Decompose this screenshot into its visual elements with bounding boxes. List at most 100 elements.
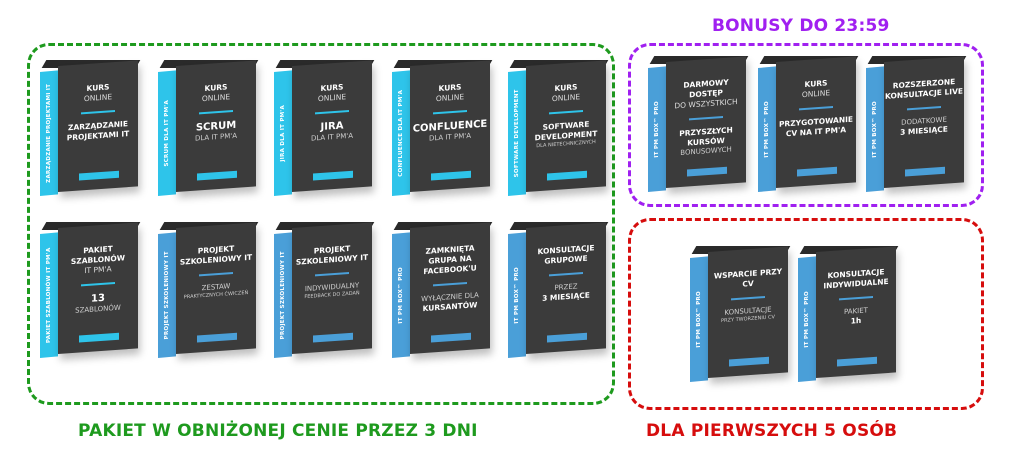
box-spine: CONFLUENCE DLA IT PM'A (392, 70, 410, 196)
spine-label: ZARZĄDZANIE PROJEKTAMI IT (46, 83, 52, 184)
box-divider (731, 296, 765, 301)
box-spine: IT PM BOX™ PRO (508, 232, 526, 358)
box-spine: SOFTWARE DEVELOPMENT (508, 70, 526, 196)
box-headline: ZARZĄDZANIE PROJEKTAMI IT (66, 119, 130, 143)
box-detail: PRAKTYCZNYCH ĆWICZEŃ (183, 289, 249, 301)
box-spine: PAKIET SZABLONÓW IT PM'A (40, 232, 58, 358)
box-note: SZABLONÓW (75, 303, 121, 315)
box-subtitle: ONLINE (83, 92, 113, 104)
box-divider (315, 272, 349, 277)
box-detail: 1h (850, 315, 862, 326)
first-buyers-frame (628, 218, 984, 410)
bonus-frame (628, 43, 984, 207)
box-divider (81, 282, 115, 287)
package-frame (27, 43, 615, 405)
spine-label: IT PM BOX™ PRO (514, 266, 520, 324)
box-subtitle: ONLINE (551, 92, 581, 104)
box-divider (315, 110, 349, 115)
box-divider (549, 272, 583, 277)
spine-label: CONFLUENCE DLA IT PM'A (398, 89, 404, 177)
box-divider (839, 296, 873, 301)
spine-label: IT PM BOX™ PRO (398, 266, 404, 324)
box-spine: IT PM BOX™ PRO (798, 256, 816, 382)
spine-label: IT PM BOX™ PRO (804, 290, 810, 348)
box-subtitle: ONLINE (201, 92, 231, 104)
box-spine: PROJEKT SZKOLENIOWY IT (158, 232, 176, 358)
box-spine: IT PM BOX™ PRO (648, 66, 666, 192)
spine-label: IT PM BOX™ PRO (696, 290, 702, 348)
box-divider (199, 272, 233, 277)
box-title: ROZSZERZONE KONSULTACJE LIVE (884, 77, 964, 101)
spine-label: JIRA DLA IT PM'A (280, 104, 286, 162)
box-title: WSPARCIE PRZY CV (713, 266, 783, 289)
box-divider (549, 110, 583, 115)
package-caption: PAKIET W OBNIŻONEJ CENIE PRZEZ 3 DNI (78, 421, 478, 441)
box-headline: PRZYGOTOWANIE CV NA IT PM'A (778, 114, 854, 139)
box-divider (799, 106, 833, 111)
spine-label: SOFTWARE DEVELOPMENT (514, 88, 520, 178)
spine-label: IT PM BOX™ PRO (654, 100, 660, 158)
product-box: IT PM BOX™ PRO ROZSZERZONE KONSULTACJE LI… (866, 56, 967, 196)
spine-label: IT PM BOX™ PRO (872, 100, 878, 158)
box-spine: PROJEKT SZKOLENIOWY IT (274, 232, 292, 358)
spine-label: SCRUM DLA IT PM'A (164, 99, 170, 167)
spine-label: IT PM BOX™ PRO (764, 100, 770, 158)
box-title: KONSULTACJE INDYWIDUALNE (823, 267, 889, 291)
box-title: KONSULTACJE GRUPOWE (537, 243, 595, 266)
box-detail: 3 MIESIĄCE (900, 124, 948, 137)
box-spine: IT PM BOX™ PRO (392, 232, 410, 358)
box-spine: IT PM BOX™ PRO (866, 66, 884, 192)
box-divider (81, 110, 115, 115)
box-title: PROJEKT SZKOLENIOWY IT (179, 243, 253, 267)
box-detail: 3 MIESIĄCE (542, 290, 590, 303)
box-title: ZAMKNIĘTA GRUPA NA FACEBOOK'U (423, 243, 477, 277)
bonus-caption: BONUSY DO 23:59 (712, 16, 890, 36)
box-spine: SCRUM DLA IT PM'A (158, 70, 176, 196)
spine-label: PROJEKT SZKOLENIOWY IT (164, 250, 170, 340)
box-spine: IT PM BOX™ PRO (758, 66, 776, 192)
box-spine: ZARZĄDZANIE PROJEKTAMI IT (40, 70, 58, 196)
box-spine: JIRA DLA IT PM'A (274, 70, 292, 196)
box-subtitle: ONLINE (435, 92, 465, 104)
spine-label: PROJEKT SZKOLENIOWY IT (280, 250, 286, 340)
box-title: PROJEKT SZKOLENIOWY IT (295, 243, 369, 267)
box-headline: 13 (91, 292, 105, 305)
box-spine: IT PM BOX™ PRO (690, 256, 708, 382)
box-divider (433, 282, 467, 287)
box-divider (199, 110, 233, 115)
product-box: IT PM BOX™ PRO ZAMKNIĘTA GRUPA NA FACEBOO… (392, 222, 493, 362)
box-subtitle: IT PM'A (84, 264, 112, 276)
box-note: DLA IT PM'A (428, 131, 471, 143)
first-buyers-caption: DLA PIERWSZYCH 5 OSÓB (646, 421, 898, 441)
box-divider (689, 116, 723, 121)
box-note: DLA IT PM'A (194, 131, 237, 143)
spine-label: PAKIET SZABLONÓW IT PM'A (46, 247, 52, 344)
